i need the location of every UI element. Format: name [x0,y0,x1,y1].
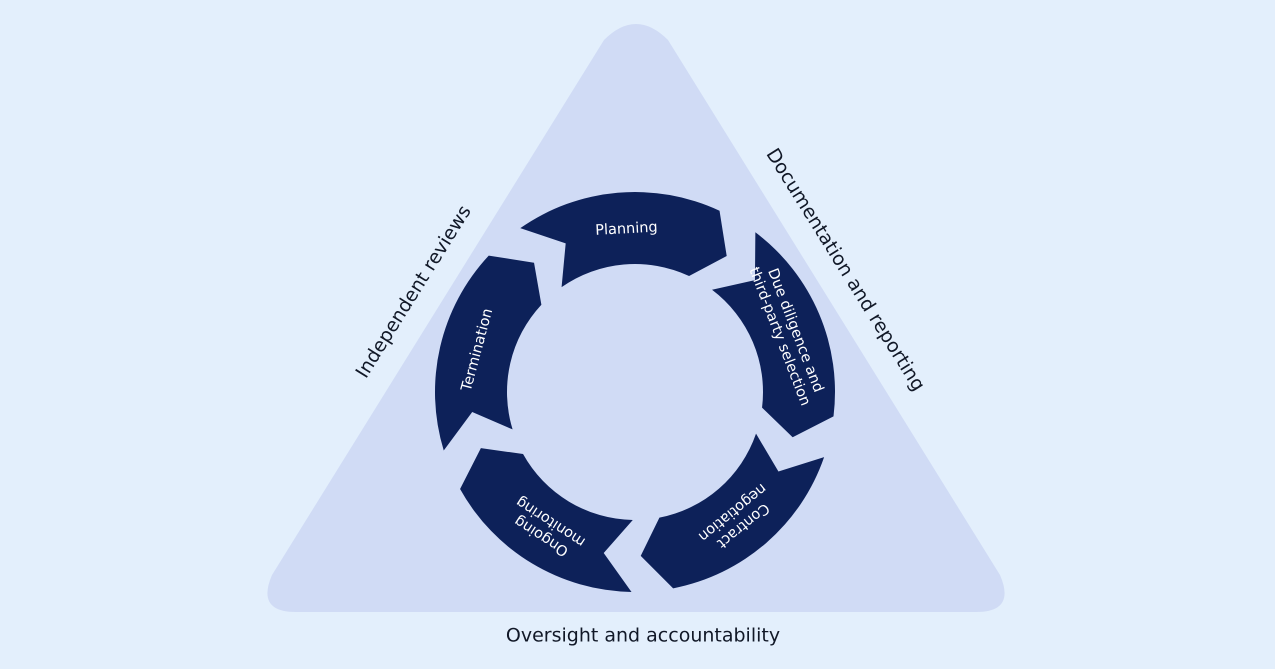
stage-segment-ongoing-monitoring [460,448,633,592]
stage-segment-contract-negotiation [640,433,825,589]
stage-label-line: Planning [595,220,658,239]
stage-segment-due-diligence [712,232,835,438]
stage-segment-planning [520,191,727,288]
stage-label-planning: Planning [595,220,658,239]
lifecycle-ring [434,191,835,592]
stage-segment-termination [434,255,542,451]
governance-triangle [267,24,1005,612]
side-label-oversight-accountability: Oversight and accountability [506,625,780,647]
